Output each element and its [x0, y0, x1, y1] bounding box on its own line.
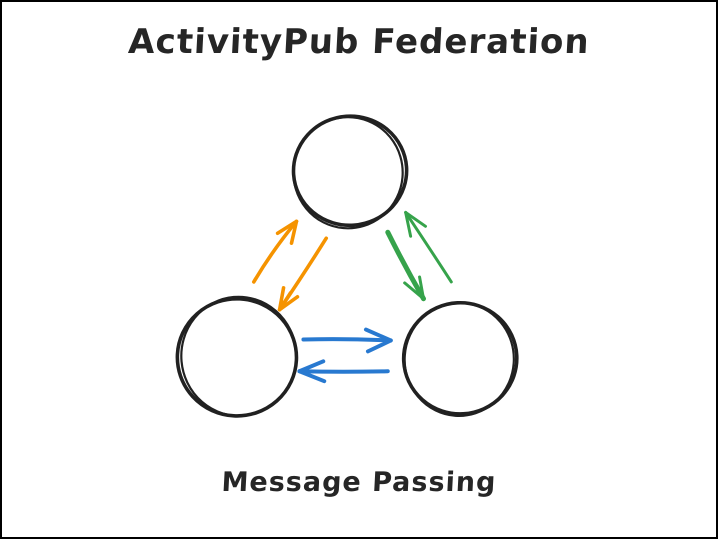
arrow-right-to-left	[297, 359, 390, 384]
server-node-right	[401, 300, 519, 417]
server-node-left	[175, 295, 299, 418]
arrow-left-to-top	[252, 219, 299, 284]
arrow-left-to-right	[301, 327, 393, 354]
arrow-right-to-top	[404, 210, 453, 284]
arrow-top-to-left	[277, 236, 329, 312]
server-nodes	[175, 114, 519, 418]
edge-left-top-arrows	[252, 219, 329, 312]
server-node-top	[291, 114, 409, 230]
edge-left-right-arrows	[297, 327, 393, 384]
arrow-top-to-right	[385, 229, 426, 302]
edge-top-right-arrows	[385, 210, 453, 302]
diagram-caption: Message Passing	[220, 467, 498, 498]
